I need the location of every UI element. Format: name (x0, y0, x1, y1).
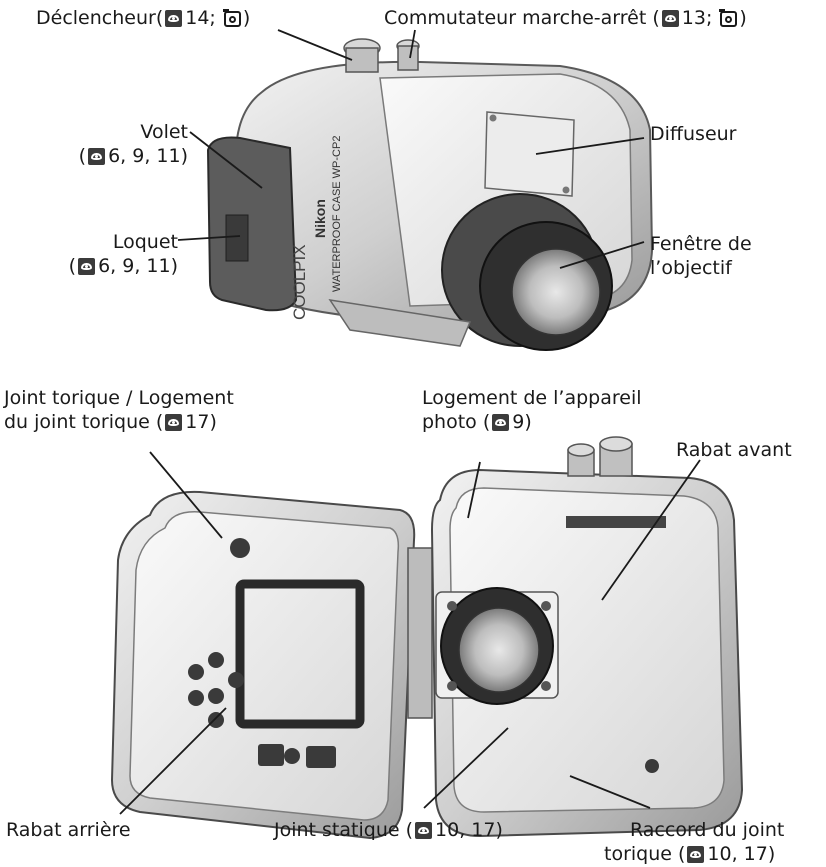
rear-flap-label: Rabat arrière (6, 819, 131, 841)
reference-icon (413, 821, 435, 845)
shutter-label: Déclencheur(14; ) (36, 6, 250, 33)
front-flap-label: Rabat avant (676, 439, 792, 461)
case-maker-text: Nikon (312, 199, 328, 238)
case-brand-text: COOLPIX (290, 244, 309, 320)
camera-mode-icon (222, 9, 241, 27)
diffuser-label: Diffuseur (650, 123, 737, 145)
o-ring-label: Joint torique / Logement du joint toriqu… (4, 386, 234, 437)
door-label: Volet (6, 9, 11) (48, 120, 188, 171)
reference-icon (685, 845, 707, 867)
leader-lines (119, 29, 701, 815)
reference-icon (76, 257, 98, 281)
reference-icon (163, 9, 185, 33)
reference-icon (86, 147, 108, 171)
static-seal-label: Joint statique (10, 17) (274, 818, 503, 845)
lens-window-label: Fenêtre de l’objectif (650, 233, 752, 279)
case-model-text: WATERPROOF CASE WP-CP2 (331, 136, 343, 292)
camera-mode-icon (719, 9, 738, 27)
camera-housing-label: Logement de l’appareil photo (9) (422, 386, 642, 437)
reference-icon (163, 413, 185, 437)
open-case (110, 436, 744, 840)
closed-case (206, 38, 654, 351)
reference-icon (490, 413, 512, 437)
latch-label: Loquet (6, 9, 11) (28, 230, 178, 281)
power-switch-label: Commutateur marche-arrêt (13; ) (384, 6, 747, 33)
reference-icon (660, 9, 682, 33)
o-ring-fitting-label: Raccord du joint torique (10, 17) (604, 818, 784, 867)
